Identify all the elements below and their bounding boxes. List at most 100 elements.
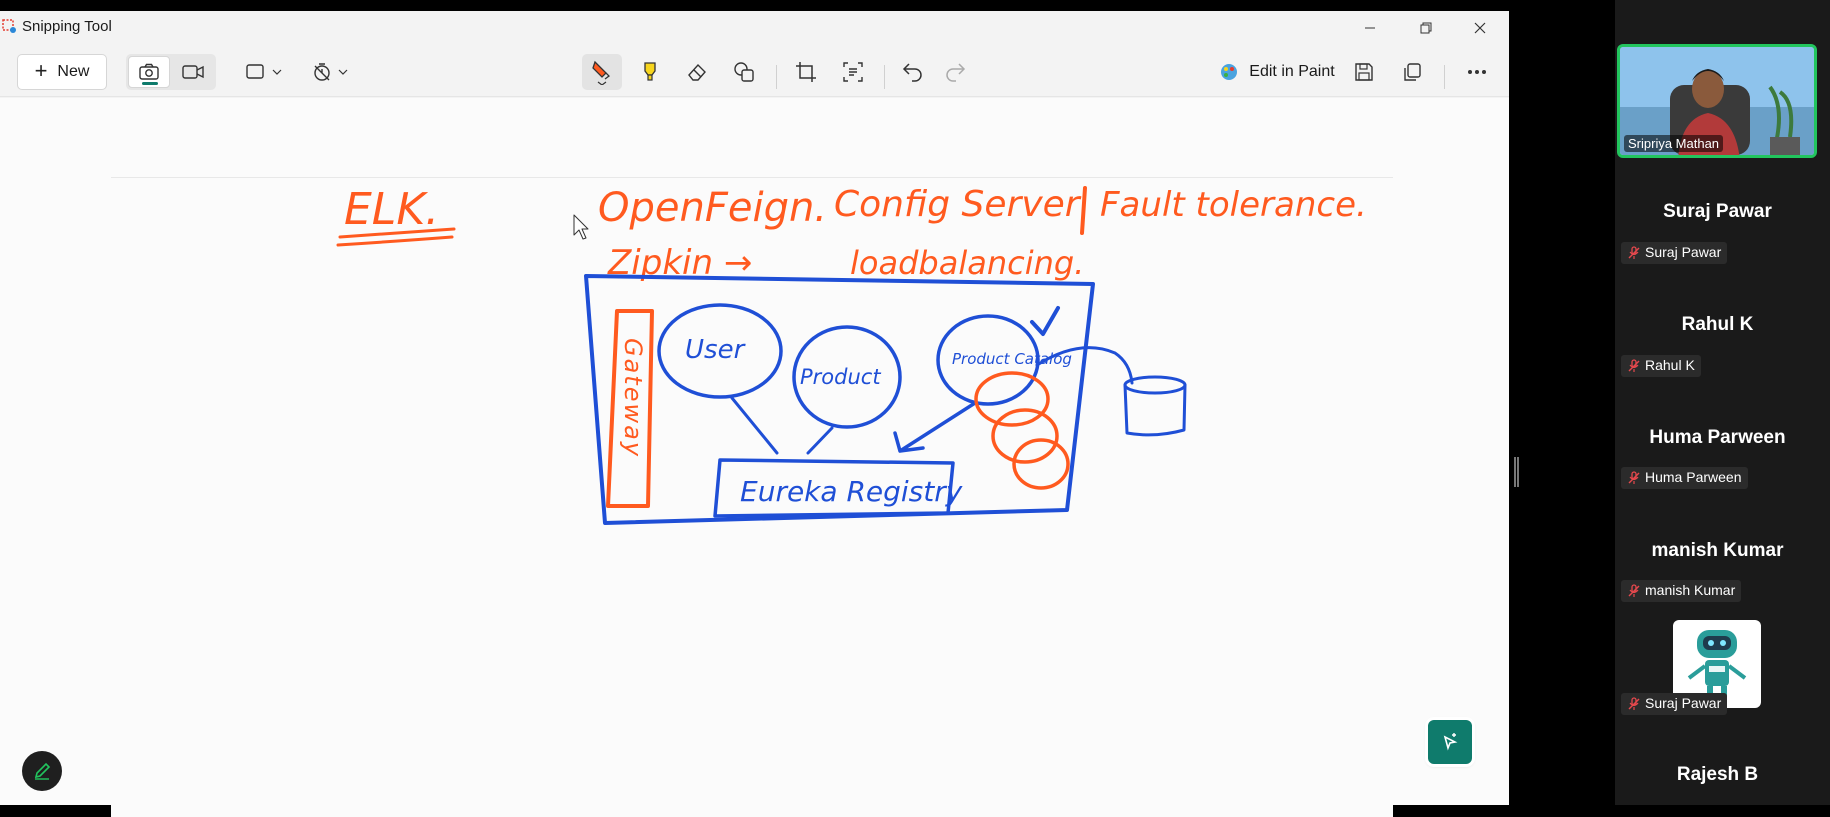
- meeting-participants-panel: Sripriya Mathan Suraj Pawar Suraj Pawar …: [1615, 0, 1830, 805]
- note-openfeign: OpenFeign.: [598, 185, 827, 231]
- video-mode-button[interactable]: [172, 56, 214, 88]
- muted-mic-icon: [1628, 471, 1640, 484]
- capture-mode-group: [126, 54, 216, 90]
- product-to-registry-line: [806, 426, 834, 455]
- redo-button[interactable]: [935, 54, 975, 90]
- panel-resize-handle[interactable]: [1514, 457, 1519, 487]
- undo-icon: [902, 63, 922, 82]
- crop-icon: [796, 62, 816, 82]
- timer-dropdown[interactable]: [302, 54, 360, 90]
- copy-icon: [1404, 63, 1421, 81]
- highlighter-button[interactable]: [630, 54, 670, 90]
- note-loadbalancing: loadbalancing.: [850, 244, 1084, 282]
- instance-circle-1: [974, 371, 1050, 427]
- more-icon: [1468, 70, 1486, 74]
- video-icon: [182, 65, 204, 79]
- gateway-label: Gateway: [619, 338, 647, 458]
- snip-shape-dropdown[interactable]: [236, 54, 294, 90]
- markup-toggle-button[interactable]: [22, 751, 62, 791]
- new-button[interactable]: + New: [17, 54, 107, 90]
- elk-underline: [336, 227, 456, 247]
- checkmark: [1030, 306, 1060, 336]
- instance-circle-2: [991, 408, 1059, 464]
- undo-button[interactable]: [893, 54, 933, 90]
- participant-tag: Huma Parween: [1621, 467, 1748, 489]
- mouse-cursor-icon: [573, 214, 589, 240]
- participant-tag: manish Kumar: [1621, 580, 1742, 602]
- note-divider: [1080, 186, 1087, 235]
- whiteboard-drawing: ELK. OpenFeign. Config Server Fault tole…: [336, 184, 1367, 525]
- ballpoint-pen-button[interactable]: [582, 54, 622, 90]
- database-top: [1123, 375, 1187, 395]
- save-button[interactable]: [1344, 54, 1384, 90]
- close-button[interactable]: [1452, 11, 1508, 45]
- participant-name: Rahul K: [1681, 314, 1754, 335]
- save-icon: [1355, 63, 1373, 81]
- toolbar: + New: [0, 45, 1509, 97]
- eraser-icon: [688, 63, 706, 81]
- more-options-button[interactable]: [1455, 54, 1499, 90]
- plus-icon: +: [34, 58, 48, 83]
- speaker-name-label: Sripriya Mathan: [1624, 135, 1724, 152]
- shapes-icon: [734, 62, 754, 82]
- whiteboard-page: [111, 177, 1393, 817]
- muted-mic-icon: [1628, 584, 1640, 597]
- instance-circle-3: [1012, 438, 1070, 490]
- snipping-tool-app-icon: [2, 19, 16, 33]
- participant-tag-label: Huma Parween: [1645, 469, 1742, 485]
- highlighter-icon: [644, 62, 656, 81]
- paint-app-icon: [1221, 64, 1238, 80]
- participant-tag-label: Suraj Pawar: [1645, 244, 1722, 260]
- active-speaker-video[interactable]: Sripriya Mathan: [1617, 44, 1817, 158]
- eraser-button[interactable]: [677, 54, 717, 90]
- participant-name: Rajesh B: [1676, 764, 1759, 785]
- app-title: Snipping Tool: [22, 18, 112, 35]
- shapes-button[interactable]: [724, 54, 764, 90]
- participant-name: manish Kumar: [1651, 540, 1784, 561]
- redo-icon: [946, 63, 966, 82]
- crop-button[interactable]: [786, 54, 826, 90]
- note-config-server: Config Server: [834, 184, 1082, 225]
- eureka-registry-box: [713, 458, 955, 518]
- participant-tag-label: Suraj Pawar: [1645, 695, 1722, 711]
- restore-button[interactable]: [1398, 11, 1454, 45]
- toolbar-separator: [776, 65, 777, 89]
- participant-tag: Suraj Pawar: [1621, 693, 1728, 715]
- minimize-button[interactable]: [1342, 11, 1398, 45]
- user-service-label: User: [685, 335, 747, 365]
- note-elk: ELK.: [344, 184, 439, 235]
- pointer-sparkle-icon: [1443, 733, 1458, 751]
- note-fault-tolerance: Fault tolerance.: [1100, 185, 1367, 225]
- edit-in-paint-button[interactable]: Edit in Paint: [1207, 54, 1347, 90]
- snip-canvas[interactable]: ELK. OpenFeign. Config Server Fault tole…: [0, 98, 1509, 817]
- assistant-action-button[interactable]: [1428, 720, 1472, 764]
- user-service-circle: [657, 303, 783, 399]
- close-icon: [1474, 22, 1486, 34]
- database-body: [1123, 383, 1187, 437]
- muted-mic-icon: [1628, 359, 1640, 372]
- catalog-to-registry-arrow: [893, 401, 977, 453]
- muted-mic-icon: [1628, 246, 1640, 259]
- active-indicator: [142, 82, 158, 85]
- product-service-label: Product: [800, 365, 881, 389]
- snipping-tool-window: Snipping Tool + New: [0, 11, 1509, 817]
- toolbar-separator: [884, 65, 885, 89]
- ballpoint-pen-icon: [592, 60, 610, 85]
- screenshot-mode-button[interactable]: [128, 56, 170, 88]
- top-black-bar: [0, 0, 1830, 11]
- camera-icon: [139, 63, 159, 80]
- edit-in-paint-label: Edit in Paint: [1249, 63, 1335, 80]
- catalog-to-db-line: [1035, 346, 1134, 385]
- new-label: New: [57, 63, 90, 80]
- participant-tag: Suraj Pawar: [1621, 242, 1728, 264]
- system-boundary-box: [584, 274, 1095, 525]
- minimize-icon: [1365, 27, 1375, 29]
- participant-name: Huma Parween: [1649, 427, 1786, 448]
- restore-icon: [1420, 22, 1432, 34]
- copy-button[interactable]: [1392, 54, 1432, 90]
- participant-tag-label: Rahul K: [1645, 357, 1695, 373]
- text-actions-button[interactable]: [833, 54, 873, 90]
- toolbar-separator: [1444, 65, 1445, 89]
- user-to-registry-line: [730, 396, 779, 455]
- product-catalog-label: Product Catalog: [952, 350, 1072, 368]
